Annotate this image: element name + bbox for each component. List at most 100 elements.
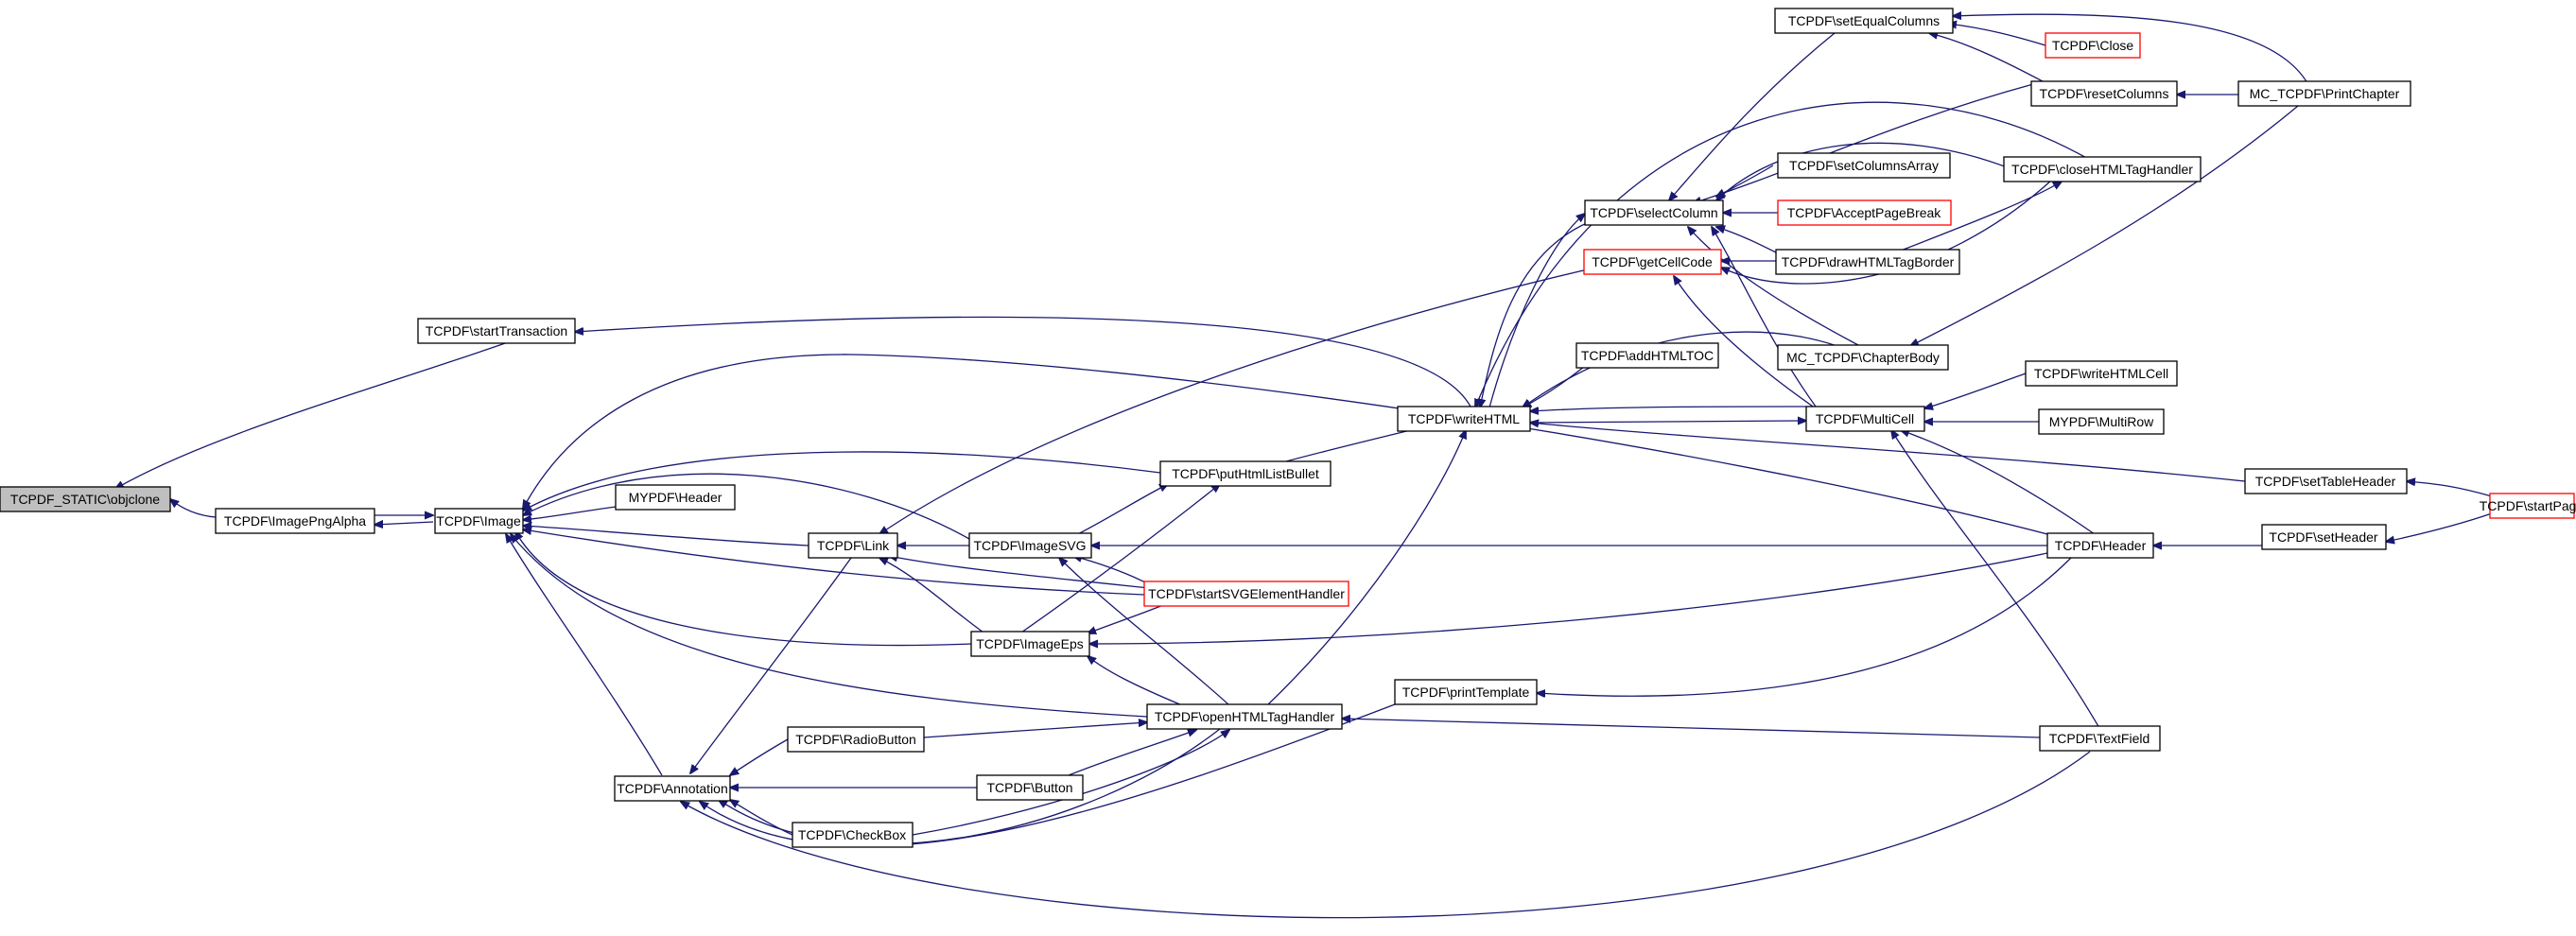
node-startTransaction[interactable]: TCPDF\startTransaction bbox=[417, 318, 576, 344]
edge-MultiCell-writeHTML bbox=[1530, 406, 1807, 411]
edge-RadioButton-openHTMLTagHandler bbox=[923, 722, 1147, 738]
node-label: TCPDF\CheckBox bbox=[798, 827, 906, 842]
node-Button[interactable]: TCPDF\Button bbox=[976, 774, 1084, 801]
node-label: TCPDF\getCellCode bbox=[1592, 254, 1713, 269]
node-drawHTMLTagBorder[interactable]: TCPDF\drawHTMLTagBorder bbox=[1775, 249, 1960, 275]
edge-TCPDFHeader-ImageEps bbox=[1089, 552, 2048, 644]
node-closeHTMLTagHandler[interactable]: TCPDF\closeHTMLTagHandler bbox=[2003, 156, 2202, 182]
node-MYPDFHeader[interactable]: MYPDF\Header bbox=[615, 484, 736, 511]
node-ImageEps[interactable]: TCPDF\ImageEps bbox=[970, 631, 1090, 657]
edge-openHTMLTagHandler-Image bbox=[511, 534, 1148, 718]
node-CheckBox[interactable]: TCPDF\CheckBox bbox=[792, 822, 914, 848]
edge-selectColumn-writeHTML bbox=[1480, 221, 1590, 407]
node-label: TCPDF\ImageSVG bbox=[973, 538, 1086, 553]
node-label: TCPDF\MultiCell bbox=[1816, 411, 1914, 426]
node-Annotation[interactable]: TCPDF\Annotation bbox=[614, 775, 731, 802]
edge-getCellCode-Link bbox=[879, 268, 1593, 534]
node-MultiCell[interactable]: TCPDF\MultiCell bbox=[1805, 406, 1925, 432]
node-label: TCPDF\closeHTMLTagHandler bbox=[2011, 162, 2193, 177]
edge-ImagePngAlpha-root bbox=[170, 499, 217, 518]
node-label: TCPDF_STATIC\objclone bbox=[10, 492, 160, 507]
node-TextField[interactable]: TCPDF\TextField bbox=[2039, 725, 2161, 752]
edge-CheckBox-Annotation bbox=[730, 800, 793, 836]
edge-TextField-Annotation bbox=[681, 751, 2091, 919]
node-PrintChapter[interactable]: MC_TCPDF\PrintChapter bbox=[2237, 80, 2411, 107]
edge-closeHTMLTagHandler-getCellCode bbox=[1721, 179, 2053, 285]
edge-TextField-openHTMLTagHandler bbox=[1342, 719, 2041, 738]
node-ChapterBody[interactable]: MC_TCPDF\ChapterBody bbox=[1777, 344, 1949, 371]
node-label: MYPDF\MultiRow bbox=[2049, 414, 2154, 429]
edge-resetColumns-selectColumn bbox=[1693, 83, 2034, 203]
node-label: MC_TCPDF\PrintChapter bbox=[2250, 86, 2400, 101]
node-addHTMLTOC[interactable]: TCPDF\addHTMLTOC bbox=[1575, 342, 1719, 369]
edge-startSVGElementHandler-ImageEps bbox=[1088, 604, 1164, 633]
node-label: TCPDF\setColumnsArray bbox=[1789, 158, 1939, 173]
node-printTemplate[interactable]: TCPDF\printTemplate bbox=[1394, 679, 1538, 705]
edge-ImageSVG-Image bbox=[523, 473, 970, 540]
node-RadioButton[interactable]: TCPDF\RadioButton bbox=[787, 726, 925, 753]
node-resetColumns[interactable]: TCPDF\resetColumns bbox=[2030, 80, 2178, 107]
edge-openHTMLTagHandler-Annotation bbox=[719, 728, 1221, 845]
node-setEqualColumns[interactable]: TCPDF\setEqualColumns bbox=[1774, 8, 1954, 34]
edge-drawHTMLTagBorder-closeHTMLTagHandler bbox=[1900, 182, 2062, 251]
edge-PrintChapter-ChapterBody bbox=[1910, 105, 2299, 346]
edge-resetColumns-setEqualColumns bbox=[1929, 33, 2044, 82]
edge-setEqualColumns-Close bbox=[1948, 24, 2046, 46]
edge-startSVGElementHandler-Image bbox=[523, 529, 1145, 596]
node-ImagePngAlpha[interactable]: TCPDF\ImagePngAlpha bbox=[215, 508, 375, 534]
node-startSVGElementHandler[interactable]: TCPDF\startSVGElementHandler bbox=[1143, 581, 1349, 607]
node-label: TCPDF\resetColumns bbox=[2040, 86, 2169, 101]
node-Image[interactable]: TCPDF\Image bbox=[434, 508, 524, 534]
edge-MultiCell-getCellCode bbox=[1674, 276, 1817, 409]
node-ImageSVG[interactable]: TCPDF\ImageSVG bbox=[968, 532, 1092, 559]
edge-ImageEps-putHtmlListBullet bbox=[1020, 484, 1220, 633]
node-label: TCPDF\startSVGElementHandler bbox=[1148, 586, 1345, 601]
node-layer: TCPDF_STATIC\objclone TCPDF\startTransac… bbox=[0, 8, 2576, 848]
node-setHeader[interactable]: TCPDF\setHeader bbox=[2261, 524, 2387, 550]
node-AcceptPageBreak[interactable]: TCPDF\AcceptPageBreak bbox=[1777, 199, 1952, 226]
node-label: TCPDF\printTemplate bbox=[1402, 685, 1530, 700]
edge-putHtmlListBullet-Image bbox=[523, 451, 1161, 511]
node-writeHTML[interactable]: TCPDF\writeHTML bbox=[1397, 406, 1531, 432]
edge-MultiCell-selectColumn bbox=[1712, 227, 1817, 407]
node-label: TCPDF\addHTMLTOC bbox=[1581, 348, 1714, 363]
edge-RadioButton-Annotation bbox=[730, 738, 789, 775]
node-writeHTMLCell[interactable]: TCPDF\writeHTMLCell bbox=[2025, 360, 2178, 387]
node-label: MC_TCPDF\ChapterBody bbox=[1786, 350, 1940, 365]
edge-TextField-MultiCell bbox=[1891, 430, 2100, 729]
node-label: MYPDF\Header bbox=[629, 490, 722, 505]
node-setColumnsArray[interactable]: TCPDF\setColumnsArray bbox=[1777, 152, 1951, 179]
node-selectColumn[interactable]: TCPDF\selectColumn bbox=[1584, 199, 1724, 226]
node-Close[interactable]: TCPDF\Close bbox=[2045, 32, 2141, 59]
edge-closeHTMLTagHandler-selectColumn bbox=[1716, 142, 2010, 200]
edge-openHTMLTagHandler-ImageSVG bbox=[1059, 558, 1230, 706]
node-label: TCPDF\RadioButton bbox=[795, 732, 916, 747]
node-label: TCPDF\openHTMLTagHandler bbox=[1155, 709, 1335, 724]
node-openHTMLTagHandler[interactable]: TCPDF\openHTMLTagHandler bbox=[1146, 703, 1343, 730]
node-label: TCPDF\Button bbox=[986, 780, 1072, 795]
edge-layer bbox=[115, 14, 2493, 919]
node-putHtmlListBullet[interactable]: TCPDF\putHtmlListBullet bbox=[1159, 460, 1332, 487]
node-label: TCPDF\Close bbox=[2052, 38, 2134, 53]
node-setTableHeader[interactable]: TCPDF\setTableHeader bbox=[2244, 468, 2408, 494]
node-label: TCPDF\Header bbox=[2055, 538, 2147, 553]
edge-ImageSVG-putHtmlListBullet bbox=[1068, 484, 1168, 540]
node-TCPDFHeader[interactable]: TCPDF\Header bbox=[2046, 532, 2154, 559]
node-label: TCPDF\setTableHeader bbox=[2255, 474, 2396, 489]
edge-startPage-setTableHeader bbox=[2407, 481, 2493, 497]
edge-PrintChapter-setEqualColumns bbox=[1953, 14, 2308, 84]
node-objclone[interactable]: TCPDF_STATIC\objclone bbox=[0, 486, 171, 512]
node-label: TCPDF\startTransaction bbox=[426, 323, 567, 338]
node-label: TCPDF\writeHTML bbox=[1408, 411, 1520, 426]
edge-Image-ImagePngAlpha bbox=[374, 522, 434, 525]
edge-startTransaction-root bbox=[115, 340, 512, 489]
node-MultiRow[interactable]: MYPDF\MultiRow bbox=[2038, 408, 2165, 435]
edge-Link-Image bbox=[523, 526, 809, 546]
node-label: TCPDF\TextField bbox=[2049, 731, 2150, 746]
node-startPage[interactable]: TCPDF\startPage bbox=[2480, 493, 2576, 519]
node-label: TCPDF\drawHTMLTagBorder bbox=[1782, 254, 1955, 269]
edge-writeHTMLCell-MultiCell bbox=[1924, 373, 2027, 408]
node-label: TCPDF\selectColumn bbox=[1590, 205, 1717, 220]
node-Link[interactable]: TCPDF\Link bbox=[808, 532, 898, 559]
node-getCellCode[interactable]: TCPDF\getCellCode bbox=[1583, 249, 1722, 275]
